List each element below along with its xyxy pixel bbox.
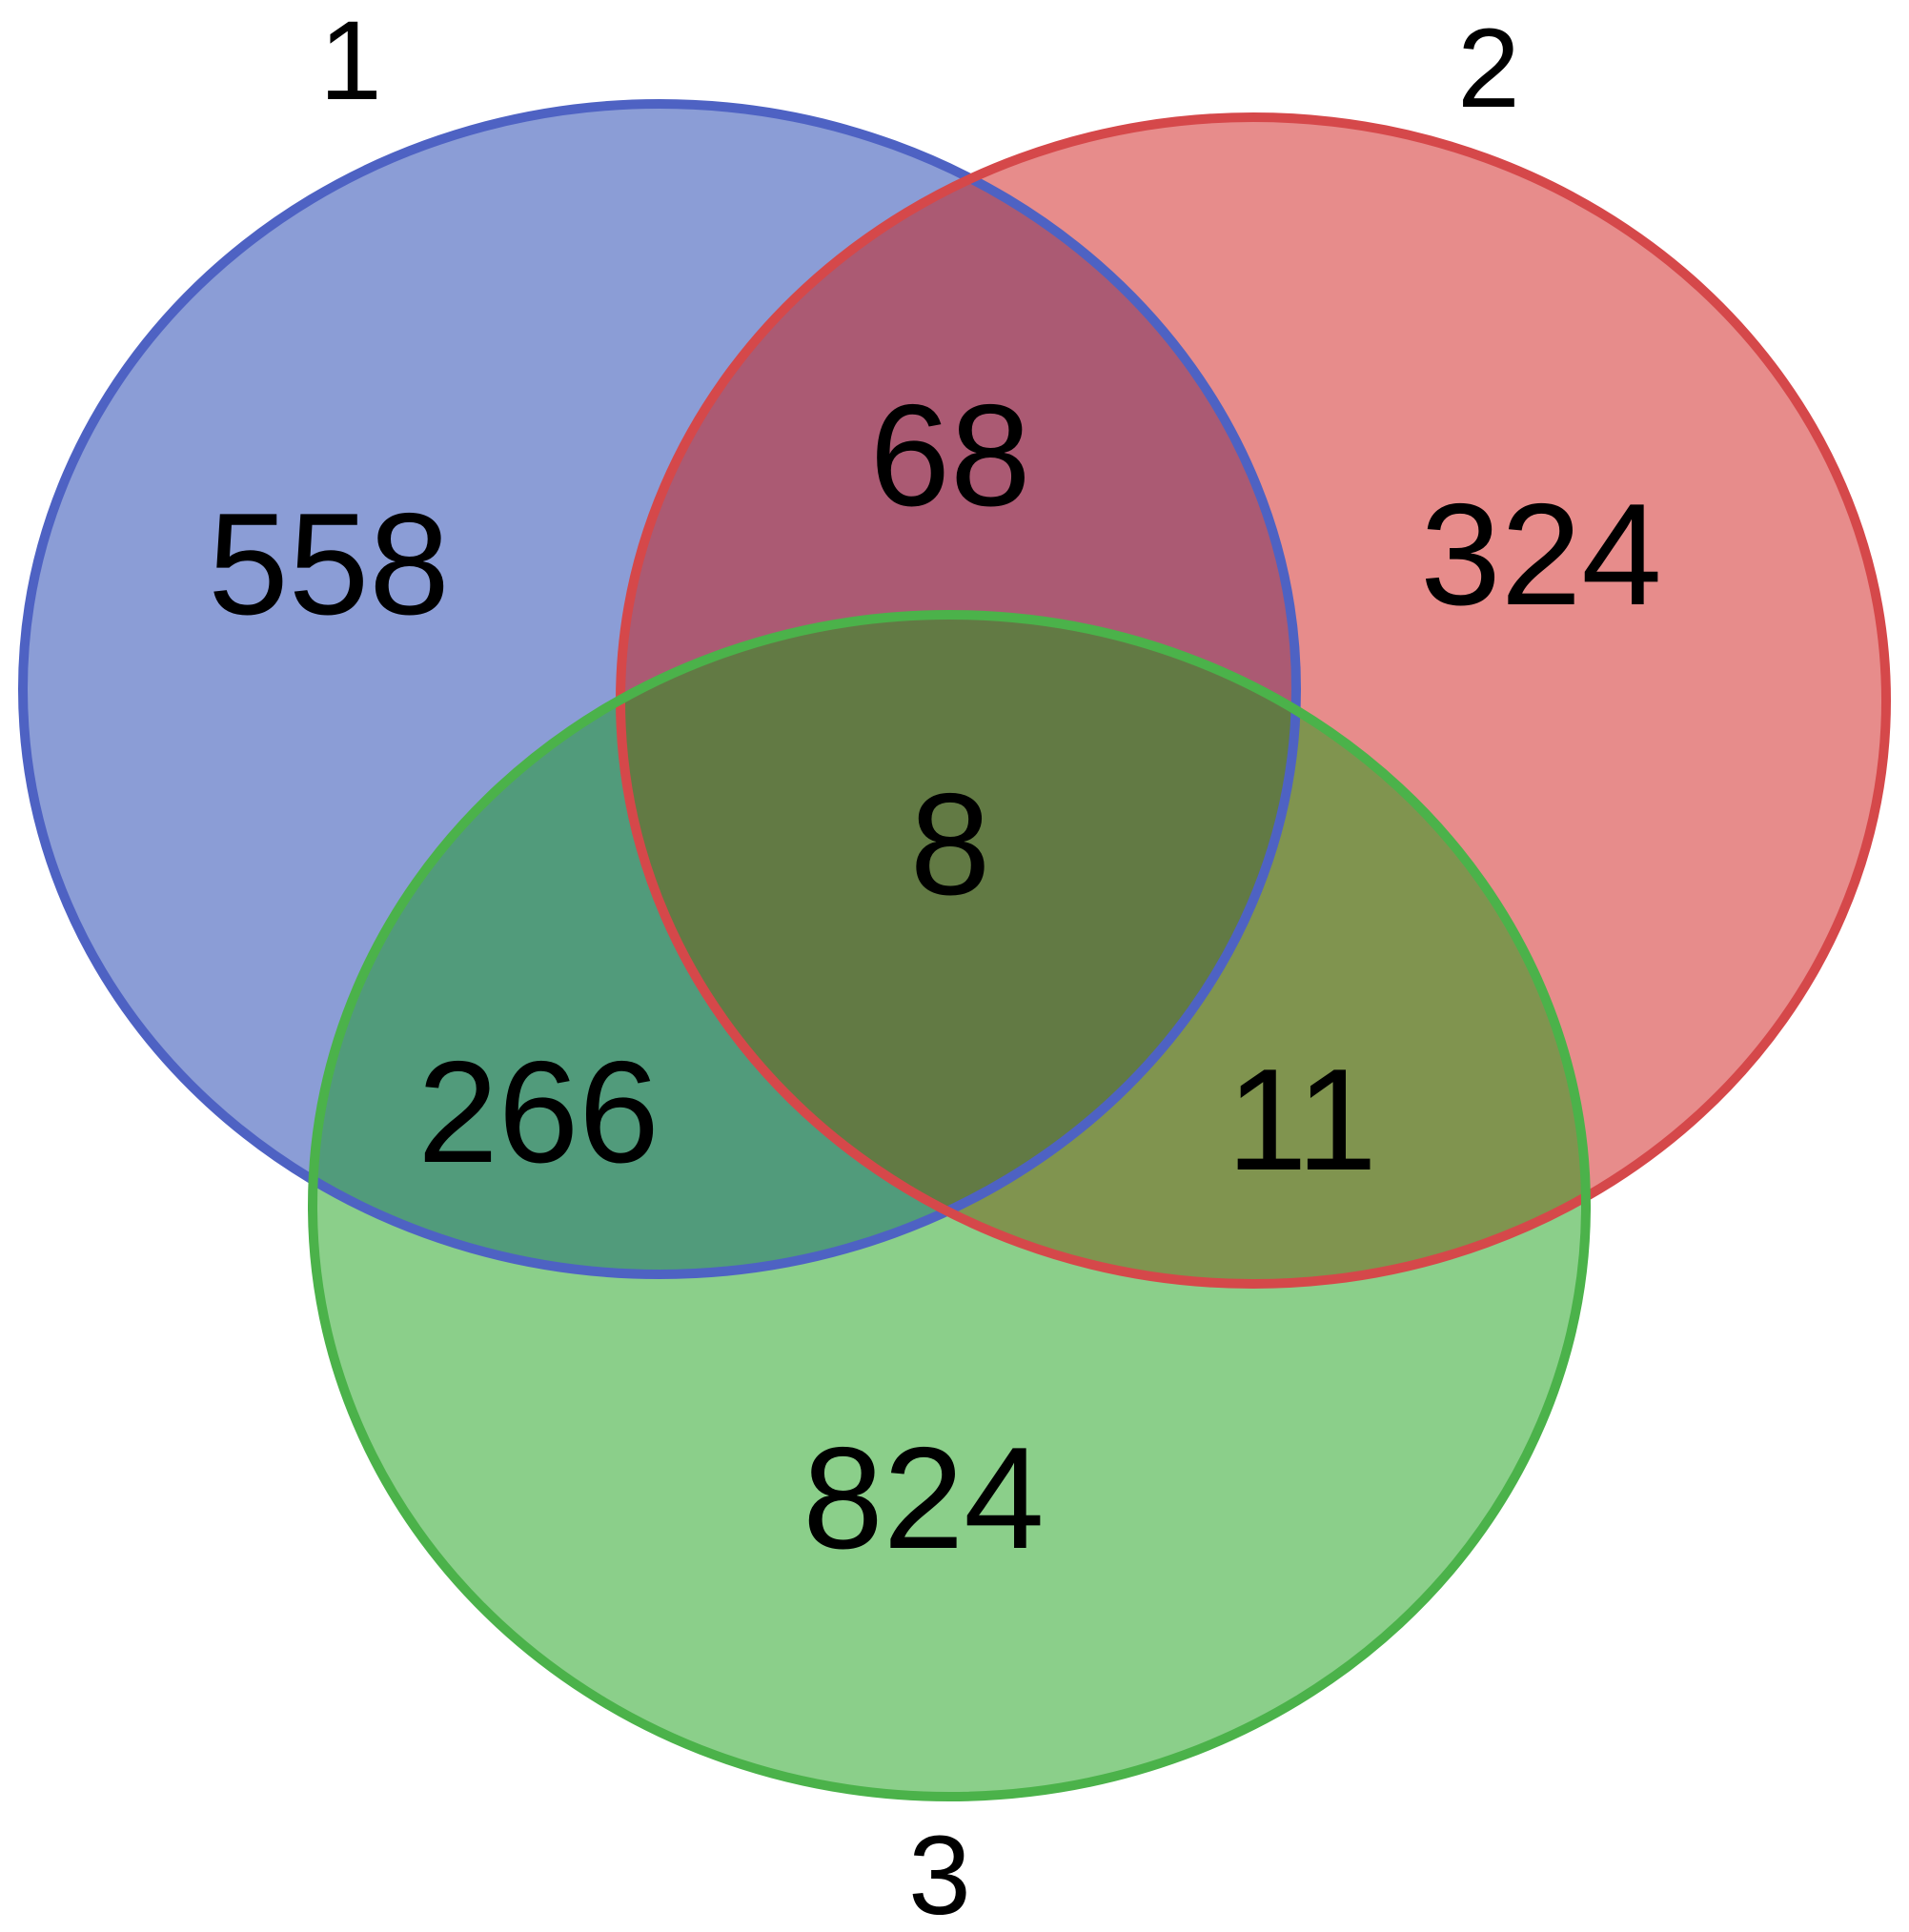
region-only-1-count: 558 [208, 483, 450, 645]
region-1-2-3-count: 8 [910, 763, 991, 925]
set-1-outline [18, 99, 1301, 1279]
region-1-2-count: 68 [869, 375, 1030, 537]
region-1-3-count: 266 [417, 1031, 660, 1193]
region-2-3-count: 11 [1227, 1039, 1377, 1201]
set-3-outline [308, 610, 1591, 1801]
set-1-label: 1 [319, 0, 382, 124]
region-only-3-count: 824 [802, 1417, 1045, 1579]
set-2-label: 2 [1457, 6, 1520, 132]
region-only-2-count: 324 [1420, 474, 1662, 636]
set-3-label: 3 [908, 1813, 971, 1932]
